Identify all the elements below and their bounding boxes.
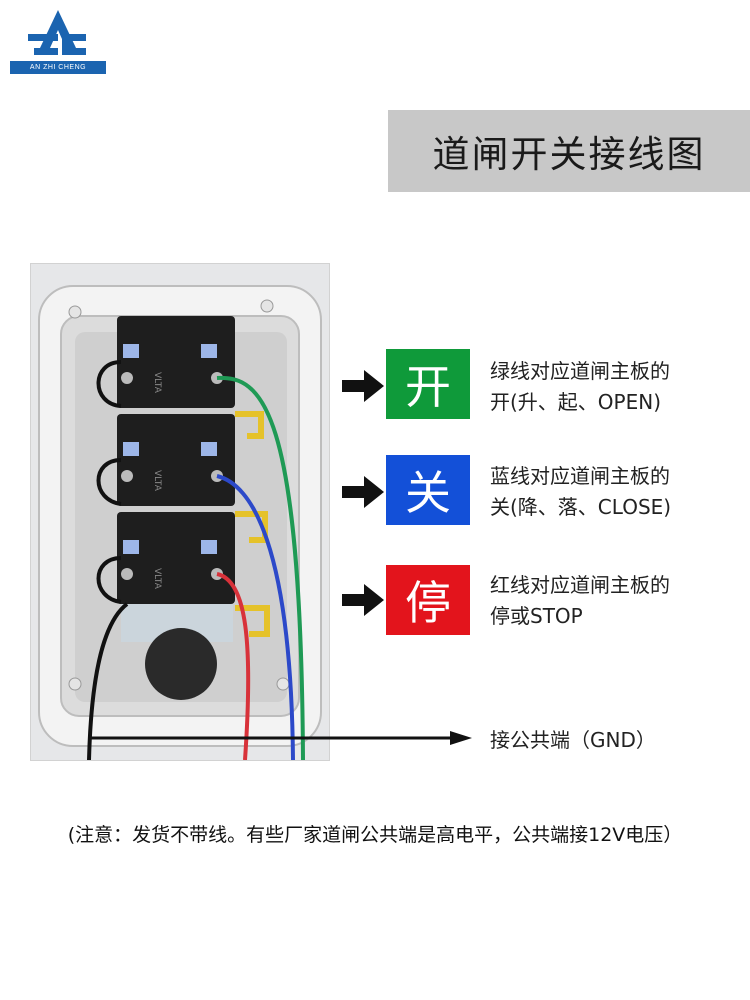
close-description: 蓝线对应道闸主板的 关(降、落、CLOSE) (490, 461, 671, 523)
svg-text:VLTA: VLTA (152, 470, 162, 492)
svg-text:VLTA: VLTA (152, 568, 162, 590)
close-desc-line1: 蓝线对应道闸主板的 (490, 464, 670, 488)
stop-symbol: 停 (405, 576, 451, 630)
open-desc-line2: 开(升、起、OPEN) (490, 390, 662, 414)
logo-mark-icon (28, 10, 86, 55)
switch-box-illustration: VLTA VLTA VLTA (38, 285, 322, 761)
arrow-right-icon (342, 584, 384, 616)
title-banner: 道闸开关接线图 (388, 110, 750, 192)
switch-box-photo: VLTA VLTA VLTA (30, 263, 330, 761)
stop-desc-line1: 红线对应道闸主板的 (490, 573, 670, 597)
open-description: 绿线对应道闸主板的 开(升、起、OPEN) (490, 356, 670, 418)
shipping-note: (注意：发货不带线。有些厂家道闸公共端是高电平，公共端接12V电压） (67, 824, 683, 846)
stop-desc-line2: 停或STOP (490, 604, 583, 628)
logo-text: AN ZHI CHENG (10, 61, 106, 74)
gnd-label: 接公共端（GND） (490, 728, 656, 752)
stop-description: 红线对应道闸主板的 停或STOP (490, 570, 670, 632)
svg-text:VLTA: VLTA (152, 372, 162, 394)
arrow-right-icon (342, 476, 384, 508)
close-desc-line2: 关(降、落、CLOSE) (490, 495, 672, 519)
gnd-pointer-arrow (88, 731, 472, 745)
page-title: 道闸开关接线图 (432, 133, 706, 176)
open-symbol: 开 (405, 360, 451, 414)
close-symbol: 关 (405, 466, 451, 520)
stop-badge: 停 (386, 565, 470, 635)
open-badge: 开 (386, 349, 470, 419)
open-desc-line1: 绿线对应道闸主板的 (490, 359, 670, 383)
company-logo: AN ZHI CHENG (10, 8, 106, 74)
arrow-right-icon (342, 370, 384, 402)
close-badge: 关 (386, 455, 470, 525)
